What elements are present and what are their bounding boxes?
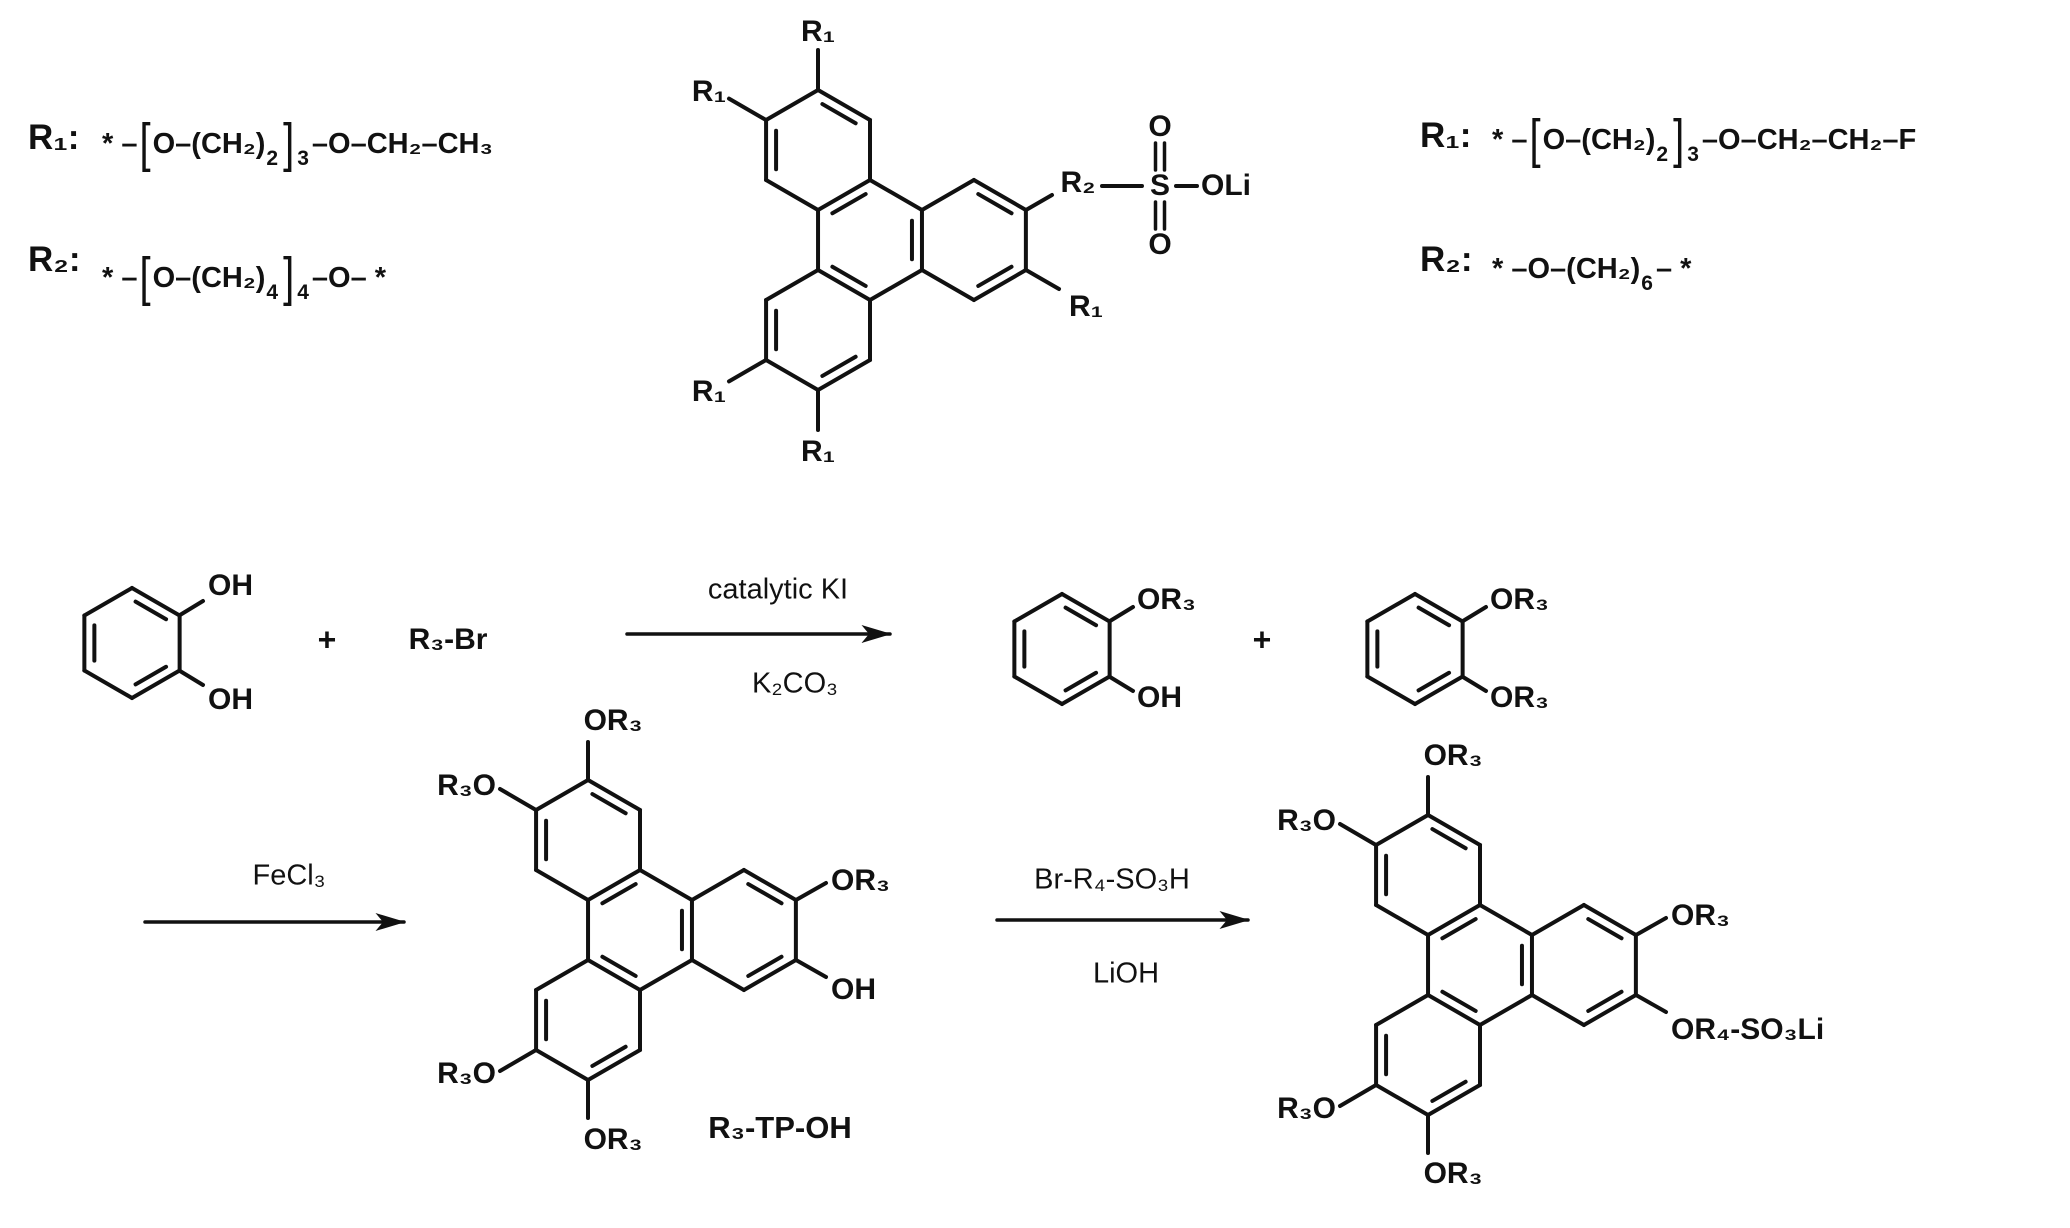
molecule-di-alkylated-catechol (1365, 592, 1488, 706)
molecule-final-sulfonated-triphenylene (1338, 775, 1668, 1155)
molecule-mono-alkylated-catechol (1012, 592, 1135, 706)
formula-subscript: 2 (1656, 142, 1669, 166)
arrow1-reagent-above: catalytic KI (707, 573, 849, 606)
reaction-arrows (143, 625, 1250, 931)
formula-subscript: 4 (297, 280, 309, 304)
formula-text: * – (1492, 123, 1528, 156)
formula-text: – * (1655, 253, 1692, 285)
tp-oh-r3o-upper-left-label: R₃O (437, 769, 496, 802)
def-right-r2-formula: * –O–(CH₂)6– * (1492, 253, 1692, 295)
formula-text: O–(CH₂) (1542, 123, 1656, 156)
formula-text: O–(CH₂) (152, 261, 266, 294)
formula-subscript: 6 (1641, 272, 1653, 295)
tp-center-r1-lower-left-label: R₁ (691, 375, 726, 408)
tp-oh-r3o-lower-left-label: R₃O (437, 1057, 496, 1090)
mono-product-or3-label: OR₃ (1137, 583, 1196, 616)
tp-oh-or3-right-label: OR₃ (831, 864, 890, 897)
def-left-r2-label: R₂: (28, 240, 81, 279)
final-r3o-lower-left-label: R₃O (1277, 1092, 1336, 1125)
formula-text: * –O–(CH₂) (1492, 253, 1641, 285)
sulfonate-oli-label: OLi (1201, 169, 1251, 202)
formula-text: –O– * (311, 261, 387, 294)
def-left-r2-formula: * –[O–(CH₂)4]4–O– * (102, 250, 387, 304)
final-or3-bottom-label: OR₃ (1423, 1157, 1483, 1190)
formula-text: –O–CH₂–CH₂–F (1701, 123, 1917, 156)
r3-br-label: R₃-Br (408, 623, 488, 656)
tp-center-r1-right-lower-label: R₁ (1068, 290, 1104, 323)
di-product-or3-top-label: OR₃ (1490, 583, 1549, 616)
formula-subscript: 3 (1687, 142, 1699, 166)
di-product-or3-bottom-label: OR₃ (1490, 681, 1549, 714)
plus-sign-2: + (1252, 621, 1272, 658)
mono-product-oh-label: OH (1137, 681, 1182, 714)
formula-text: * – (102, 261, 138, 294)
def-right-r2-label: R₂: (1420, 240, 1473, 279)
tp-center-r1-top-label: R₁ (800, 15, 836, 48)
formula-subscript: 2 (266, 146, 279, 170)
formula-text: O–(CH₂) (152, 127, 266, 160)
def-left-r1-formula: * –[O–(CH₂)2]3–O–CH₂–CH₃ (102, 116, 493, 170)
formula-text: –O–CH₂–CH₃ (311, 127, 493, 160)
final-r3o-upper-left-label: R₃O (1277, 804, 1336, 837)
sulfonate-o-bottom-label: O (1148, 228, 1172, 261)
arrow1-reagent-below: K₂CO₃ (752, 667, 838, 700)
def-right-r1-formula: * –[O–(CH₂)2]3–O–CH₂–CH₂–F (1492, 112, 1917, 166)
formula-subscript: 4 (266, 280, 279, 304)
formula-subscript: 3 (297, 146, 309, 170)
molecule-triphenylene-sulfonate (727, 48, 1199, 432)
plus-sign-1: + (317, 621, 337, 658)
def-left-r1-label: R₁: (28, 118, 80, 157)
final-or4-so3li-label: OR₄-SO₃Li (1671, 1013, 1825, 1046)
def-right-r1-label: R₁: (1420, 116, 1472, 155)
tp-center-r1-upper-left-label: R₁ (691, 75, 726, 108)
formula-bracket: ] (1673, 109, 1685, 169)
formula-bracket: [ (1529, 109, 1541, 169)
tp-oh-or3-top-label: OR₃ (583, 704, 643, 737)
tp-oh-oh-label: OH (831, 973, 876, 1006)
formula-bracket: ] (283, 113, 295, 173)
catechol-oh-top-label: OH (208, 569, 253, 602)
arrow3-reagent-above: Br-R₄-SO₃H (1034, 863, 1190, 896)
formula-text: * – (102, 127, 138, 160)
tp-oh-caption: R₃-TP-OH (708, 1110, 852, 1145)
catechol-oh-bottom-label: OH (208, 683, 253, 716)
formula-bracket: [ (139, 113, 151, 173)
formula-bracket: ] (283, 247, 295, 307)
arrow3-reagent-below: LiOH (1092, 957, 1160, 990)
sulfonate-s-label: S (1149, 169, 1171, 202)
final-or3-right-label: OR₃ (1671, 899, 1730, 932)
molecule-r3-tp-oh (498, 740, 828, 1120)
tp-oh-or3-bottom-label: OR₃ (583, 1123, 643, 1156)
final-or3-top-label: OR₃ (1423, 739, 1483, 772)
tp-center-r1-bottom-label: R₁ (800, 435, 836, 468)
molecule-catechol (82, 586, 205, 700)
tp-center-r2-label: R₂ (1060, 166, 1096, 199)
formula-bracket: [ (139, 247, 151, 307)
sulfonate-o-top-label: O (1148, 110, 1172, 143)
arrow2-reagent-label: FeCl₃ (252, 859, 326, 892)
